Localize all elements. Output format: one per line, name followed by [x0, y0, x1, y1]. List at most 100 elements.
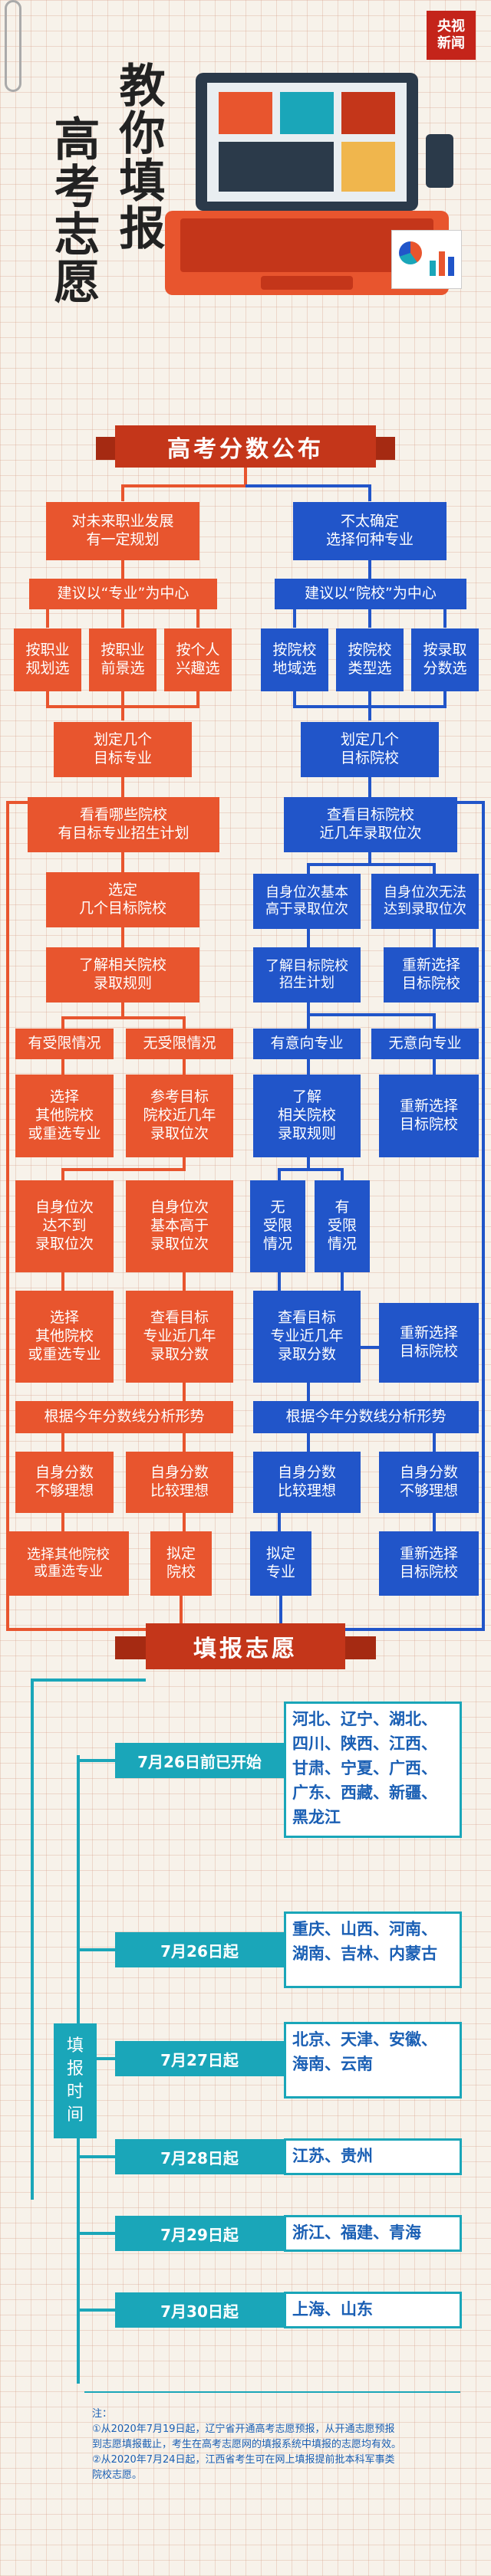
- left-restricted: 有受限情况: [15, 1029, 114, 1059]
- connector: [121, 705, 124, 720]
- right-center-advice: 建议以“院校”为中心: [275, 579, 466, 609]
- connector: [368, 691, 371, 707]
- connector: [293, 609, 296, 628]
- right-reselect-schools-4: 重新选择 目标院校: [379, 1531, 479, 1596]
- connector: [307, 929, 310, 947]
- right-question: 不太确定 选择何种专业: [293, 502, 447, 560]
- connector: [61, 1433, 64, 1452]
- connector: [433, 1513, 436, 1531]
- left-b5-draft-schools: 拟定 院校: [150, 1531, 212, 1596]
- connector: [121, 691, 124, 707]
- schedule-provinces-6: 上海、山东: [284, 2292, 462, 2328]
- connector: [46, 691, 49, 707]
- connector: [433, 1059, 436, 1075]
- schedule-date-6: 7月30日起: [115, 2292, 284, 2328]
- connector: [46, 609, 49, 628]
- connector: [278, 1168, 281, 1180]
- connector: [307, 1383, 310, 1401]
- loop-connector: [6, 801, 29, 804]
- connector: [293, 691, 296, 707]
- connector: [307, 863, 310, 874]
- pie-icon: [399, 241, 422, 264]
- loop-connector: [457, 801, 485, 804]
- connector: [121, 927, 124, 947]
- connector: [183, 1059, 186, 1075]
- right-no-intent: 无意向专业: [371, 1029, 479, 1059]
- right-step-check-rank: 查看目标院校 近几年录取位次: [284, 797, 457, 852]
- timeline-connector: [77, 2309, 115, 2312]
- connector: [278, 1272, 281, 1291]
- connector: [307, 1013, 310, 1029]
- connector: [183, 1016, 186, 1029]
- left-option-interest: 按个人 兴趣选: [164, 628, 232, 691]
- schedule-date-5: 7月29日起: [115, 2216, 284, 2251]
- right-score-good: 自身分数 比较理想: [253, 1452, 361, 1513]
- left-option-prospect: 按职业 前景选: [89, 628, 157, 691]
- connector: [443, 609, 447, 628]
- connector: [368, 852, 371, 865]
- connector: [183, 1433, 186, 1452]
- left-trend-analysis: 根据今年分数线分析形势: [15, 1401, 233, 1433]
- notes-divider: [84, 2391, 460, 2393]
- connector: [121, 484, 247, 487]
- connector: [61, 1272, 64, 1291]
- connector: [368, 705, 371, 720]
- right-rank-below: 自身位次无法 达到录取位次: [371, 874, 479, 929]
- connector: [368, 484, 371, 501]
- left-b5-reselect: 选择其他院校 或重选专业: [8, 1531, 129, 1596]
- left-option-career: 按职业 规划选: [14, 628, 81, 691]
- title-right: 教你填报: [111, 61, 165, 251]
- right-reselect-schools-2: 重新选择 目标院校: [379, 1075, 479, 1157]
- connector: [61, 1168, 186, 1171]
- loop-connector: [6, 801, 9, 1629]
- connector: [307, 863, 436, 866]
- right-step-target-schools: 划定几个 目标院校: [301, 722, 439, 777]
- connector: [433, 1013, 436, 1029]
- schedule-provinces-2: 重庆、山西、河南、 湖南、吉林、内蒙古: [284, 1911, 462, 1988]
- schedule-provinces-5: 浙江、福建、青海: [284, 2215, 462, 2252]
- connector: [121, 609, 124, 628]
- connector: [61, 1059, 64, 1075]
- left-unrestricted: 无受限情况: [126, 1029, 233, 1059]
- connector: [183, 1157, 186, 1170]
- left-b2-rank-below: 自身位次 达不到 录取位次: [15, 1180, 114, 1272]
- right-rank-above: 自身位次基本 高于录取位次: [253, 874, 361, 929]
- left-b3-check-scores: 查看目标 专业近几年 录取分数: [126, 1291, 233, 1383]
- right-check-scores: 查看目标 专业近几年 录取分数: [253, 1291, 361, 1383]
- left-b4-score-good: 自身分数 比较理想: [126, 1452, 233, 1513]
- connector: [307, 1059, 310, 1075]
- connector: [246, 484, 371, 487]
- schedule-date-4: 7月28日起: [115, 2139, 284, 2174]
- left-step-admission-rules: 了解相关院校 录取规则: [46, 947, 199, 1003]
- timeline-label: 填 报 时 间: [54, 2023, 97, 2138]
- connector: [121, 484, 124, 501]
- connector: [61, 1513, 64, 1531]
- connector: [341, 1168, 344, 1180]
- connector: [121, 1003, 124, 1018]
- connector: [61, 1016, 186, 1019]
- connector: [443, 691, 447, 707]
- timeline-connector: [77, 2057, 115, 2060]
- left-center-advice: 建议以“专业”为中心: [29, 579, 217, 609]
- timeline-connector: [31, 1679, 146, 1682]
- phone-icon: [426, 134, 453, 188]
- connector: [183, 1383, 186, 1401]
- connector: [6, 1628, 178, 1631]
- right-score-low: 自身分数 不够理想: [379, 1452, 479, 1513]
- schedule-date-3: 7月27日起: [115, 2041, 284, 2076]
- connector: [121, 852, 124, 872]
- title-left: 高考志愿: [46, 115, 100, 305]
- connector: [279, 1596, 282, 1629]
- connector: [368, 560, 371, 579]
- connector: [196, 609, 199, 628]
- connector: [196, 691, 199, 707]
- connector: [433, 863, 436, 874]
- connector: [368, 777, 371, 797]
- timeline-connector: [77, 1759, 115, 1762]
- cctv-news-logo: 央视 新闻: [427, 11, 476, 60]
- connector: [180, 1596, 183, 1629]
- notes-text: 注： ①从2020年7月19日起，辽宁省开通高考志愿预报，从开通志愿预报 到志愿…: [92, 2408, 402, 2481]
- left-step-check-schools: 看看哪些院校 有目标专业招生计划: [28, 797, 219, 852]
- connector: [307, 1003, 310, 1015]
- left-b1-reselect: 选择 其他院校 或重选专业: [15, 1075, 114, 1157]
